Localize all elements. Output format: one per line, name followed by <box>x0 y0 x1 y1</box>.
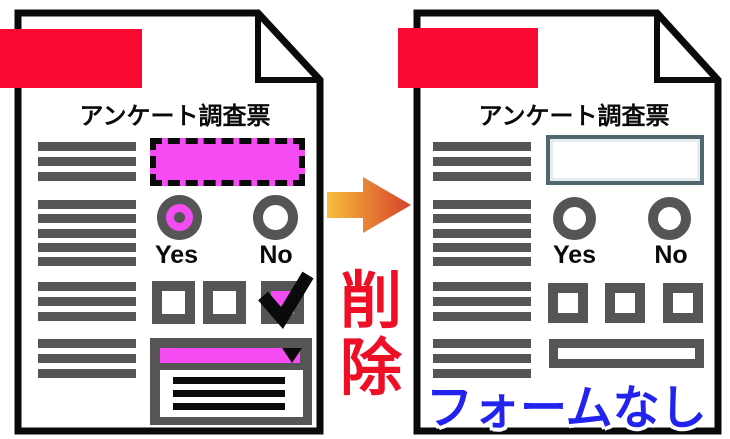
dropdown-selected-value <box>160 348 300 363</box>
text-lines-block <box>433 339 531 378</box>
red-banner <box>0 29 142 88</box>
dropdown-option-list <box>160 370 303 417</box>
text-line <box>38 282 136 291</box>
radio-no <box>253 195 298 240</box>
text-lines-block <box>38 200 136 266</box>
text-line <box>433 172 531 181</box>
check-mark-icon <box>258 271 314 330</box>
text-line <box>433 282 531 291</box>
text-line <box>38 172 136 181</box>
text-line <box>38 214 136 224</box>
text-line <box>38 312 136 321</box>
text-line <box>38 228 136 238</box>
radio-fill <box>166 204 193 231</box>
radio-dot <box>174 212 185 223</box>
dropdown-filled <box>150 338 312 425</box>
dropdown-arrow-icon <box>282 348 302 363</box>
checkbox-empty <box>152 281 195 324</box>
text-line <box>433 142 531 151</box>
text-line <box>38 157 136 166</box>
text-line <box>38 242 136 252</box>
text-line <box>433 214 531 224</box>
checkbox-empty <box>203 281 246 324</box>
text-lines-block <box>38 282 136 321</box>
text-line <box>433 369 531 378</box>
checkbox-empty <box>663 283 703 323</box>
text-line <box>433 257 531 266</box>
text-line <box>433 297 531 306</box>
radio-no <box>648 197 691 240</box>
text-line <box>38 200 136 209</box>
text-lines-block <box>38 339 136 378</box>
text-line <box>38 339 136 348</box>
checkbox-empty <box>605 283 645 323</box>
text-line <box>433 339 531 348</box>
radio-yes <box>553 197 596 240</box>
transform-arrow-icon <box>327 177 411 233</box>
text-line <box>433 157 531 166</box>
page-fold-icon <box>255 13 320 83</box>
red-banner <box>398 28 538 88</box>
text-line <box>433 200 531 209</box>
delete-label: 削除 <box>339 267 402 403</box>
text-lines-block <box>433 142 531 181</box>
text-lines-block <box>38 142 136 181</box>
yes-label: Yes <box>552 241 597 269</box>
text-line <box>38 142 136 151</box>
text-input-empty <box>546 135 704 185</box>
text-line <box>38 257 136 266</box>
text-line <box>433 228 531 238</box>
option-line <box>173 390 285 397</box>
text-lines-block <box>433 200 531 266</box>
text-line <box>433 354 531 363</box>
option-line <box>173 403 285 410</box>
text-line <box>38 297 136 306</box>
survey-title-after: アンケート調査票 <box>478 103 670 130</box>
yes-label: Yes <box>154 241 199 269</box>
survey-title-before: アンケート調査票 <box>79 103 271 130</box>
option-line <box>173 377 285 384</box>
no-form-caption: フォームなし <box>426 381 707 434</box>
no-label: No <box>259 241 293 269</box>
page-fold-icon <box>654 13 718 83</box>
input-bar-empty <box>549 339 704 368</box>
radio-yes-selected <box>157 195 202 240</box>
no-label: No <box>654 241 688 269</box>
text-line <box>38 369 136 378</box>
text-line <box>433 312 531 321</box>
text-input-filled <box>150 138 305 186</box>
text-lines-block <box>433 282 531 321</box>
text-line <box>433 242 531 252</box>
text-line <box>38 354 136 363</box>
checkbox-empty <box>548 283 588 323</box>
